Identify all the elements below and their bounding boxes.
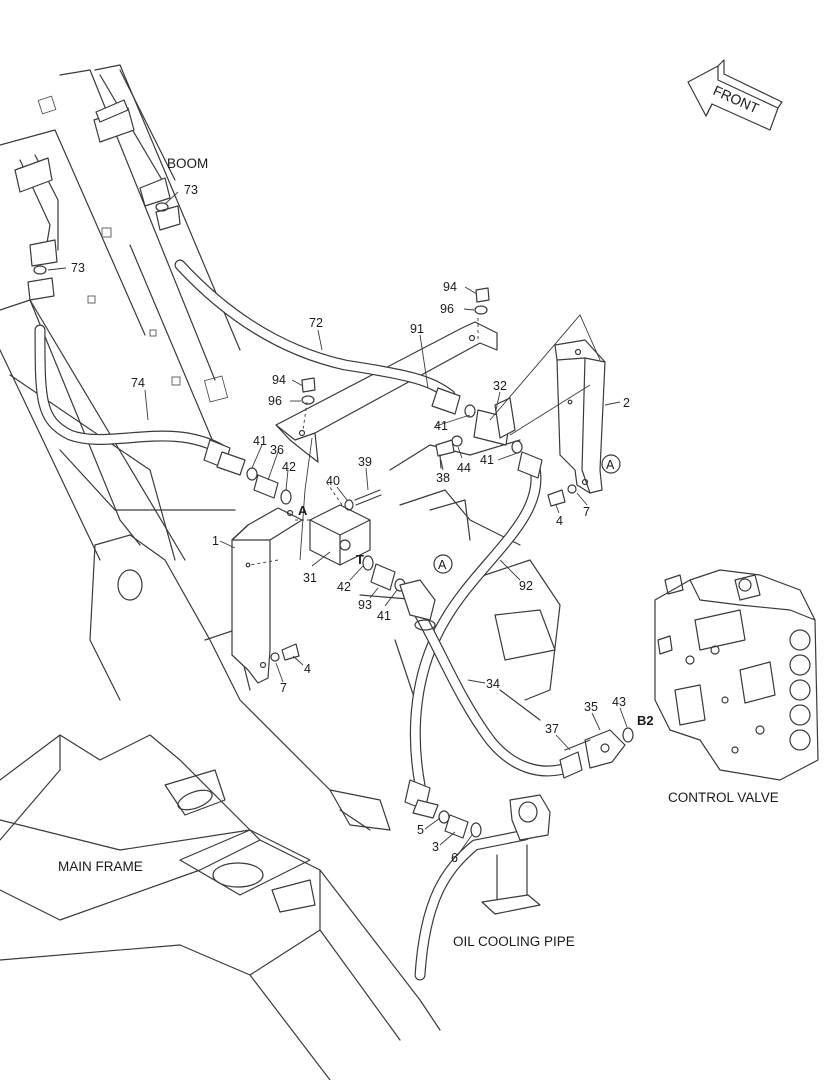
part-93: 93 — [358, 598, 372, 612]
oil-cooling-pipe — [414, 794, 551, 981]
part-41-middle: 41 — [480, 453, 494, 467]
circle-a-right: A — [606, 458, 615, 472]
hose-72 — [174, 259, 456, 401]
area-labels: BOOM MAIN FRAME CONTROL VALVE OIL COOLIN… — [58, 156, 779, 949]
part-1: 1 — [212, 534, 219, 548]
part-37: 37 — [545, 722, 559, 736]
leader-lines — [47, 191, 628, 857]
bracket-1 — [231, 507, 303, 684]
part-96-upper: 96 — [440, 302, 454, 316]
part-34: 34 — [486, 677, 500, 691]
port-b2-label: B2 — [637, 713, 654, 728]
part-39: 39 — [358, 455, 372, 469]
part-7-right: 7 — [583, 505, 590, 519]
part-42-mid: 42 — [337, 580, 351, 594]
part-41-left: 41 — [253, 434, 267, 448]
part-41-right: 41 — [434, 419, 448, 433]
port-labels: A T B2 A A — [298, 454, 654, 728]
part-7-left: 7 — [280, 681, 287, 695]
part-44: 44 — [457, 461, 471, 475]
part-73-lower: 73 — [71, 261, 85, 275]
part-3: 3 — [432, 840, 439, 854]
part-91: 91 — [410, 322, 424, 336]
part-31: 31 — [303, 571, 317, 585]
main-frame-structure — [0, 534, 441, 1080]
control-valve-label: CONTROL VALVE — [668, 790, 779, 805]
boom-structure — [0, 64, 241, 561]
part-94-upper: 94 — [443, 280, 457, 294]
hose-92 — [409, 462, 542, 791]
circle-a-left: A — [438, 558, 447, 572]
part-94-lower: 94 — [272, 373, 286, 387]
part-35: 35 — [584, 700, 598, 714]
boom-label: BOOM — [167, 156, 208, 171]
control-valve — [654, 569, 819, 781]
main-frame-label: MAIN FRAME — [58, 859, 143, 874]
bracket-2 — [554, 339, 606, 494]
part-40: 40 — [326, 474, 340, 488]
part-92: 92 — [519, 579, 533, 593]
part-4-left: 4 — [304, 662, 311, 676]
port-a-label: A — [298, 503, 308, 518]
part-32: 32 — [493, 379, 507, 393]
fittings — [33, 202, 634, 839]
front-arrow: FRONT — [687, 59, 783, 131]
part-73-upper: 73 — [184, 183, 198, 197]
part-4-right: 4 — [556, 514, 563, 528]
boom-cylinder-pipes — [14, 69, 181, 301]
part-43: 43 — [612, 695, 626, 709]
port-t-label: T — [356, 552, 364, 567]
hose-34 — [414, 609, 581, 777]
part-38: 38 — [436, 471, 450, 485]
part-6: 6 — [451, 851, 458, 865]
part-5: 5 — [417, 823, 424, 837]
hose-74 — [34, 324, 228, 456]
part-2: 2 — [623, 396, 630, 410]
part-42-left: 42 — [282, 460, 296, 474]
part-96-lower: 96 — [268, 394, 282, 408]
bracket-91 — [275, 321, 498, 463]
oil-cooling-pipe-label: OIL COOLING PIPE — [453, 934, 575, 949]
part-41-low: 41 — [377, 609, 391, 623]
part-72: 72 — [309, 316, 323, 330]
part-74: 74 — [131, 376, 145, 390]
part-number-labels: 73 73 74 72 91 94 96 94 96 32 41 44 38 4… — [71, 183, 630, 865]
part-36: 36 — [270, 443, 284, 457]
